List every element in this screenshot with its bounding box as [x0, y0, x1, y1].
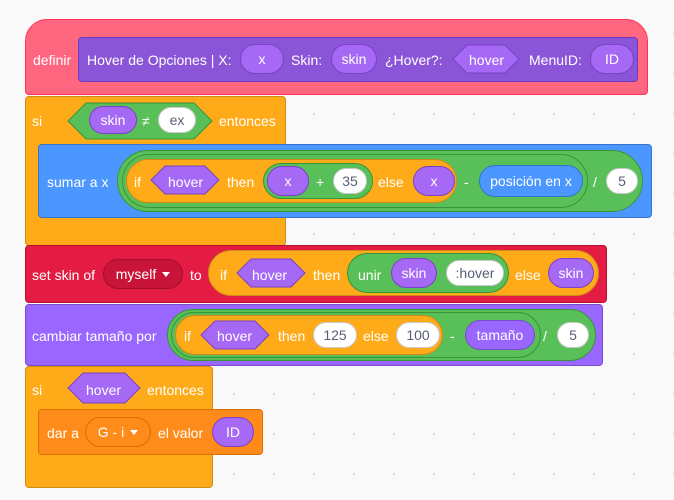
chevron-down-icon: [162, 271, 171, 277]
variable-dropdown-value: G - i: [97, 424, 125, 440]
variable-dropdown[interactable]: G - i: [85, 417, 151, 447]
then-keyword: then: [278, 328, 306, 344]
then-keyword: entonces: [147, 382, 204, 398]
param-menuid[interactable]: ID: [590, 44, 634, 74]
hover-reporter[interactable]: [150, 165, 220, 195]
divide-sign: /: [543, 328, 547, 344]
size-reporter[interactable]: tamaño: [465, 320, 535, 350]
param-hover-text: hover: [469, 52, 505, 68]
then-keyword: then: [313, 267, 341, 283]
plus-operator: +: [316, 174, 325, 190]
id-reporter[interactable]: ID: [212, 417, 254, 447]
if-keyword: si: [32, 113, 43, 129]
menuid-label: MenuID:: [529, 52, 582, 68]
set-variable-label: dar a: [47, 425, 79, 441]
else-keyword: else: [363, 328, 389, 344]
add-amount-input[interactable]: 35: [333, 168, 367, 194]
hover-condition-text: hover: [86, 382, 122, 398]
then-keyword: entonces: [219, 113, 276, 129]
compare-value-input[interactable]: ex: [158, 107, 196, 133]
to-keyword: to: [190, 267, 202, 283]
divisor-input[interactable]: 5: [606, 168, 638, 194]
chevron-down-icon: [130, 429, 139, 435]
divisor-input[interactable]: 5: [557, 322, 589, 348]
minus-operator: -: [450, 328, 455, 344]
else-keyword: else: [378, 174, 404, 190]
divide-sign: /: [593, 174, 597, 190]
x-position-reporter[interactable]: posición en x: [479, 165, 583, 197]
param-x[interactable]: x: [240, 44, 284, 74]
hover-reporter[interactable]: [236, 258, 306, 288]
minus-operator: -: [464, 174, 469, 190]
skin-label: Skin:: [291, 52, 323, 68]
change-size-label: cambiar tamaño por: [32, 328, 157, 344]
define-keyword: definir: [33, 52, 72, 68]
neq-operator: ≠: [142, 113, 150, 129]
if-keyword: if: [134, 174, 141, 190]
if-keyword: if: [184, 328, 191, 344]
hover-label: ¿Hover?:: [385, 52, 443, 68]
define-name: Hover de Opciones | X:: [87, 52, 232, 68]
join-keyword: unir: [358, 267, 382, 283]
hover-condition[interactable]: [67, 372, 141, 404]
set-skin-label: set skin of: [32, 267, 96, 283]
hover-reporter[interactable]: [200, 320, 270, 350]
suffix-input[interactable]: :hover: [446, 260, 504, 286]
hover-reporter-text: hover: [252, 267, 288, 283]
else-value-input[interactable]: 100: [396, 322, 440, 348]
then-value-input[interactable]: 125: [313, 322, 357, 348]
else-keyword: else: [515, 267, 541, 283]
change-x-label: sumar a x: [47, 174, 109, 190]
param-skin[interactable]: skin: [331, 44, 377, 74]
skin-reporter[interactable]: skin: [391, 258, 437, 288]
x-reporter-else[interactable]: x: [413, 166, 455, 196]
if-keyword: si: [32, 382, 43, 398]
skin-reporter[interactable]: skin: [89, 106, 137, 134]
skin-reporter-else[interactable]: skin: [548, 258, 594, 288]
target-dropdown-value: myself: [115, 266, 157, 282]
param-hover[interactable]: [452, 44, 520, 74]
hover-reporter-text: hover: [217, 328, 253, 344]
if-keyword: if: [220, 267, 227, 283]
value-label: el valor: [158, 425, 204, 441]
hover-reporter-text: hover: [168, 174, 204, 190]
target-dropdown[interactable]: myself: [103, 259, 183, 289]
x-reporter[interactable]: x: [267, 166, 309, 196]
then-keyword: then: [227, 174, 255, 190]
